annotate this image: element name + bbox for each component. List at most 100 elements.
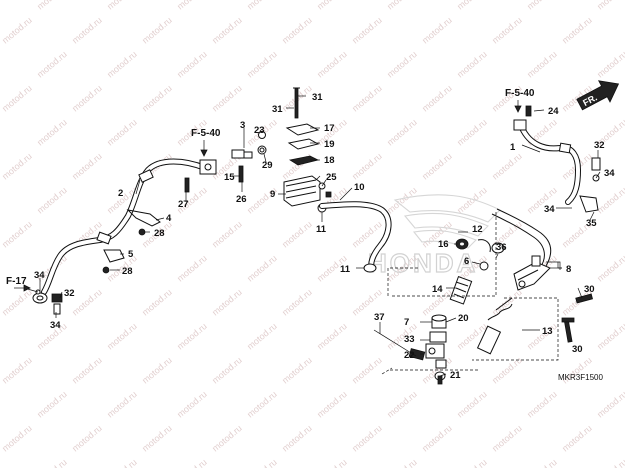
callout-34: 34 [34,270,45,281]
watermark-text: motod.ru [350,423,384,453]
watermark-text: motod.ru [105,321,139,351]
callout-numbers: 1 2 3 4 5 6 7 8 9 10 11 11 12 13 14 15 1… [34,92,615,381]
watermark-text: motod.ru [105,49,139,79]
watermark-text: motod.ru [35,185,69,215]
watermark-text: motod.ru [0,355,34,385]
watermark-text: motod.ru [35,0,69,12]
watermark-text: motod.ru [105,117,139,147]
callout-16: 16 [438,239,449,250]
callout-11: 11 [340,264,351,275]
watermark-text: motod.ru [245,49,279,79]
watermark-text: motod.ru [595,389,625,419]
watermark-text: motod.ru [595,0,625,12]
callout-19: 19 [324,139,335,150]
watermark-text: motod.ru [455,457,489,468]
watermark-text: motod.ru [385,457,419,468]
watermark-text: motod.ru [420,219,454,249]
callout-1: 1 [510,142,516,153]
watermark-text: motod.ru [210,355,244,385]
watermark-text: motod.ru [210,15,244,45]
callout-34: 34 [544,204,555,215]
watermark-text: motod.ru [420,423,454,453]
callout-10: 10 [354,182,365,193]
watermark-text: motod.ru [315,49,349,79]
watermark-text: motod.ru [245,253,279,283]
callout-4: 4 [166,213,172,224]
watermark-text: motod.ru [455,117,489,147]
callout-14: 14 [432,284,443,295]
watermark-text: motod.ru [315,389,349,419]
callout-8: 8 [566,264,571,275]
watermark-text: motod.ru [350,15,384,45]
watermark-text: motod.ru [315,0,349,12]
watermark-text: motod.ru [525,49,559,79]
callout-13: 13 [542,326,553,337]
watermark-text: motod.ru [455,0,489,12]
callout-3: 3 [240,120,245,131]
brand-text: HONDA [368,248,478,278]
watermark-text: motod.ru [560,423,594,453]
callout-25: 25 [326,172,337,183]
watermark-text: motod.ru [140,423,174,453]
watermark-text: motod.ru [175,253,209,283]
watermark-text: motod.ru [35,117,69,147]
callout-28: 28 [154,228,165,239]
watermark-text: motod.ru [0,219,34,249]
callout-30: 30 [572,344,583,355]
watermark-text: motod.ru [280,423,314,453]
watermark-text: motod.ru [105,389,139,419]
watermark-text: motod.ru [525,0,559,12]
watermark-text: motod.ru [595,321,625,351]
watermark-text: motod.ru [595,49,625,79]
watermark-text: motod.ru [35,457,69,468]
watermark-text: motod.ru [595,185,625,215]
watermark-text: motod.ru [0,151,34,181]
callout-30: 30 [584,284,595,295]
watermark-text: motod.ru [595,253,625,283]
callout-24: 24 [548,106,559,117]
watermark-text: motod.ru [210,83,244,113]
callout-33: 33 [404,334,415,345]
hose-10 [319,201,392,273]
watermark-text: motod.ru [595,457,625,468]
watermark-text: motod.ru [560,15,594,45]
callout-23: 23 [254,125,265,136]
callout-11: 11 [316,224,327,235]
callout-5: 5 [128,249,134,260]
diagram-code: MKR3F1500 [558,373,603,382]
watermark-text: motod.ru [105,0,139,12]
watermark-text: motod.ru [280,355,314,385]
watermark-text: motod.ru [70,83,104,113]
watermark-text: motod.ru [490,423,524,453]
callout-6: 6 [464,256,469,267]
callout-9: 9 [270,189,275,200]
watermark-text: motod.ru [315,321,349,351]
watermark-text: motod.ru [140,15,174,45]
master-cylinder-group [184,87,332,213]
hose-8-line [455,208,552,271]
watermark-text: motod.ru [420,83,454,113]
watermark-text: motod.ru [455,49,489,79]
reference-label: F-17 [6,276,27,287]
watermark-text: motod.ru [70,423,104,453]
watermark-text: motod.ru [35,49,69,79]
callout-36: 36 [496,242,507,253]
watermark-text: motod.ru [385,389,419,419]
brand-outline: HONDA [367,194,501,279]
watermark-text: motod.ru [140,83,174,113]
watermark-text: motod.ru [385,49,419,79]
watermark-text: motod.ru [280,287,314,317]
watermark-text: motod.ru [245,457,279,468]
callout-29: 29 [262,160,273,171]
watermark-text: motod.ru [525,389,559,419]
callout-32: 32 [594,140,605,151]
watermark-text: motod.ru [175,389,209,419]
callout-2: 2 [118,188,123,199]
watermark-text: motod.ru [490,15,524,45]
watermark-text: motod.ru [455,389,489,419]
pushrod-assembly [373,314,447,385]
watermark-text: motod.ru [350,151,384,181]
